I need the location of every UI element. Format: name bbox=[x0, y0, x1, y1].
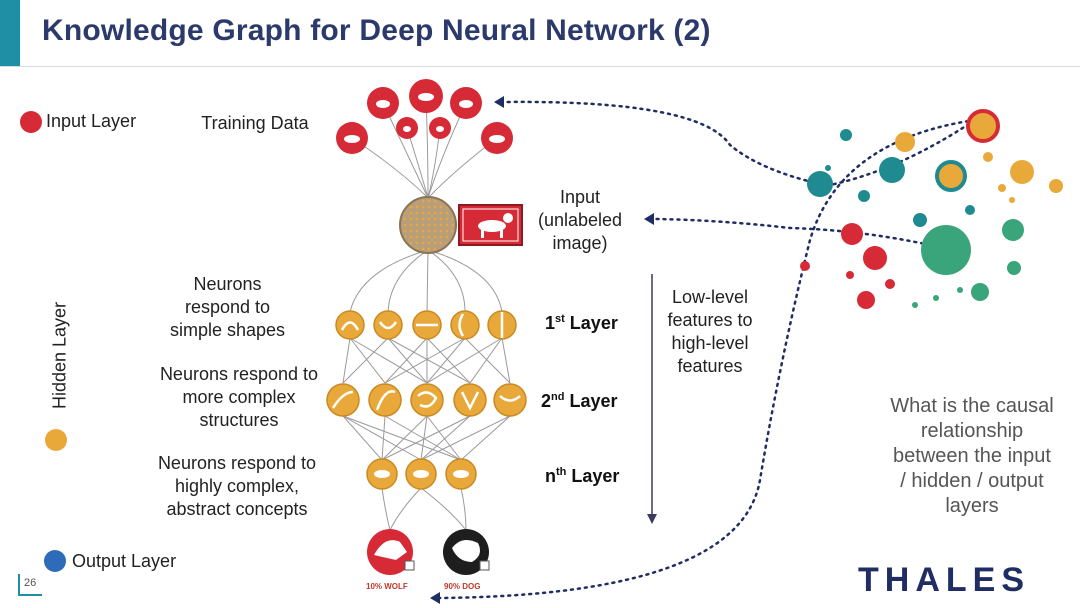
layer-2-nodes bbox=[326, 383, 527, 417]
features-line-4: features bbox=[677, 356, 743, 376]
feature-arrow bbox=[647, 274, 657, 524]
output-dog-node bbox=[443, 529, 490, 575]
layer-n-text: Layer bbox=[566, 466, 620, 486]
layer-2-num: 2 bbox=[541, 391, 552, 411]
layer-n-label: nth Layer bbox=[545, 466, 619, 487]
output-layer-label: Output Layer bbox=[72, 551, 177, 571]
layer-n-num: n bbox=[545, 466, 556, 486]
causal-line-2: relationship bbox=[920, 420, 1024, 442]
causal-line-5: layers bbox=[945, 495, 999, 517]
neurons-simple-line-2: respond to bbox=[184, 297, 271, 317]
causal-line-4: / hidden / output bbox=[900, 470, 1044, 492]
output-wolf-node bbox=[367, 529, 415, 575]
arrow-head-input bbox=[644, 213, 654, 225]
input-image bbox=[458, 204, 523, 246]
layer-n-sup: th bbox=[556, 466, 567, 478]
neurons-abstract-line-1: Neurons respond to bbox=[157, 453, 317, 473]
layer-2-sup: nd bbox=[551, 391, 565, 403]
input-layer-label: Input Layer bbox=[46, 111, 137, 131]
neurons-complex-line-1: Neurons respond to bbox=[159, 364, 319, 384]
layer-1-nodes bbox=[335, 310, 517, 340]
output-dog-caption: 90% DOG bbox=[444, 582, 481, 591]
layer-1-label: 1st Layer bbox=[545, 313, 618, 334]
layer-1-sup: st bbox=[555, 313, 565, 325]
features-line-2: features to bbox=[667, 310, 753, 330]
features-line-3: high-level bbox=[671, 333, 749, 353]
slide-title: Knowledge Graph for Deep Neural Network … bbox=[42, 14, 711, 47]
hidden-connections-3 bbox=[342, 415, 511, 461]
thales-logo: THALES bbox=[858, 561, 1030, 599]
neurons-abstract-line-2: highly complex, bbox=[174, 476, 300, 496]
features-line-1: Low-level bbox=[671, 287, 749, 307]
knowledge-graph-cluster bbox=[800, 109, 1063, 309]
training-data-label: Training Data bbox=[201, 113, 309, 133]
input-node bbox=[399, 196, 457, 254]
title-bar bbox=[0, 0, 1080, 67]
input-label-line-2: (unlabeled bbox=[537, 210, 623, 230]
input-layer-dot bbox=[20, 111, 42, 133]
slide-page-number: 26 bbox=[18, 574, 42, 596]
input-label-line-1: Input bbox=[559, 187, 601, 207]
arrow-head-training bbox=[494, 96, 504, 108]
training-data-nodes bbox=[336, 79, 513, 154]
neurons-abstract-label: Neurons respond to highly complex, abstr… bbox=[146, 452, 328, 521]
layer-1-text: Layer bbox=[564, 313, 618, 333]
title-accent-bar bbox=[0, 0, 20, 66]
neurons-abstract-line-3: abstract concepts bbox=[166, 499, 308, 519]
causal-line-3: between the input bbox=[893, 445, 1051, 467]
neurons-simple-label: Neurons respond to simple shapes bbox=[155, 273, 300, 342]
layer-2-text: Layer bbox=[564, 391, 618, 411]
layer-1-num: 1 bbox=[545, 313, 556, 333]
hidden-connections-2 bbox=[342, 337, 511, 384]
dotted-arrows bbox=[438, 100, 977, 600]
causal-line-1: What is the causal bbox=[890, 395, 1054, 417]
neurons-complex-line-2: more complex bbox=[182, 387, 296, 407]
output-layer-dot bbox=[44, 550, 66, 572]
output-wolf-caption: 10% WOLF bbox=[366, 582, 408, 591]
causal-question: What is the causal relationship between … bbox=[866, 394, 1078, 519]
hidden-layer-dot bbox=[45, 429, 67, 451]
input-label-line-3: image) bbox=[552, 233, 608, 253]
features-label: Low-level features to high-level feature… bbox=[658, 286, 762, 378]
input-label: Input (unlabeled image) bbox=[530, 186, 630, 255]
layer-2-label: 2nd Layer bbox=[541, 391, 618, 412]
neurons-complex-line-3: structures bbox=[199, 410, 279, 430]
neurons-simple-line-1: Neurons bbox=[193, 274, 262, 294]
arrow-head-output bbox=[430, 592, 440, 604]
neurons-simple-line-3: simple shapes bbox=[169, 320, 286, 340]
hidden-connections-1 bbox=[349, 249, 503, 313]
layer-n-nodes bbox=[366, 458, 477, 490]
output-connections bbox=[381, 487, 467, 531]
neurons-complex-label: Neurons respond to more complex structur… bbox=[148, 363, 330, 432]
